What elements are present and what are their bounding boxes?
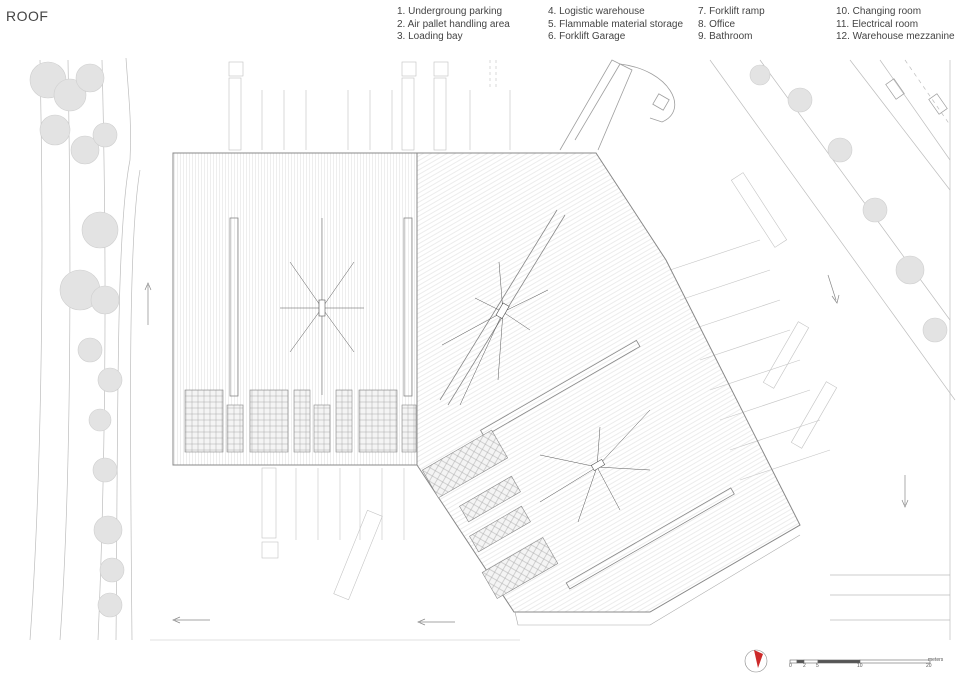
legend-item: 9. Bathroom xyxy=(698,31,753,42)
legend-item: 6. Forklift Garage xyxy=(548,31,626,42)
right-road xyxy=(709,59,956,640)
skylight-fan-1 xyxy=(280,218,364,395)
right-tree-row xyxy=(749,64,948,343)
legend-item: 5. Flammable material storage xyxy=(548,18,684,30)
legend-column-2: 4. Logistic warehouse 5. Flammable mater… xyxy=(548,6,683,44)
north-arrow-icon xyxy=(744,649,768,673)
scale-tick-label: 2 xyxy=(803,663,806,669)
legend-item: 10. Changing room xyxy=(836,6,922,17)
forklift-ramp xyxy=(559,59,676,151)
scale-bar-icon xyxy=(789,659,931,664)
right-road-cars xyxy=(885,78,948,115)
legend-item: 8. Office xyxy=(698,18,736,30)
left-roads xyxy=(29,57,141,641)
scale-unit-label: meters xyxy=(928,657,944,663)
roof-block-right xyxy=(416,152,801,626)
legend-item: 12. Warehouse mezzanine xyxy=(836,31,955,42)
skylight-fan-2 xyxy=(441,261,549,406)
scale-tick-label: 10 xyxy=(857,663,863,669)
legend-item: 7. Forklift ramp xyxy=(698,6,765,17)
legend-column-1: 1. Undergroung parking 2. Air pallet han… xyxy=(397,6,510,44)
traffic-arrows xyxy=(144,274,909,626)
legend-item: 1. Undergroung parking xyxy=(397,6,503,17)
top-truck-bays xyxy=(228,60,511,151)
skylight-fan-3 xyxy=(539,409,651,523)
right-truck-bays xyxy=(669,172,838,481)
solar-panels xyxy=(184,389,559,599)
bottom-truck-bays xyxy=(150,467,520,641)
tree-row xyxy=(29,61,125,618)
legend: 1. Undergroung parking 2. Air pallet han… xyxy=(0,0,960,60)
scale-tick-label: 5 xyxy=(816,663,819,669)
scale-tick-label: 20 xyxy=(926,663,932,669)
legend-item: 4. Logistic warehouse xyxy=(548,6,645,17)
legend-item: 3. Loading bay xyxy=(397,31,463,42)
drawing-title: ROOF xyxy=(6,8,49,24)
legend-column-3: 7. Forklift ramp 8. Office 9. Bathroom xyxy=(698,6,765,44)
legend-column-4: 10. Changing room 11. Electrical room 12… xyxy=(836,6,955,44)
legend-item: 11. Electrical room xyxy=(836,18,919,30)
legend-item: 2. Air pallet handling area xyxy=(397,18,510,30)
scale-tick-label: 0 xyxy=(789,663,792,669)
